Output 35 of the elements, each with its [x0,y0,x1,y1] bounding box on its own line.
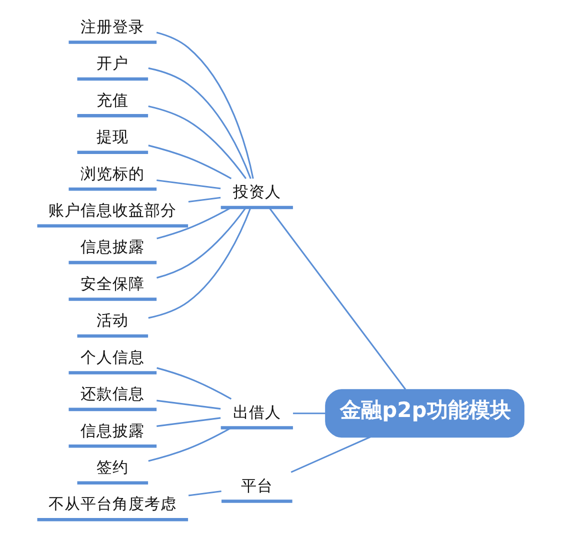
node-text: 投资人 [232,182,281,202]
connector [148,105,247,180]
node-text: 安全保障 [80,274,145,293]
node-text: 活动 [96,310,129,330]
connector [290,436,371,473]
connector [148,144,232,180]
connector [148,207,252,319]
node-text: 不从平台角度考虑 [48,494,177,514]
node-text: 个人信息 [80,347,145,366]
node-text: 充值 [96,90,129,110]
connector [188,490,222,496]
connector [156,367,232,400]
node-text: 信息披露 [80,420,145,440]
connector [156,417,221,427]
connector [156,206,232,240]
connector [148,67,252,179]
connector [268,207,406,390]
node-box: 金融p2p功能模块 [325,389,524,438]
connector [156,207,247,279]
node-text: 签约 [96,458,129,477]
node-text: 提现 [96,127,129,146]
node-text: 账户信息收益部分 [48,200,177,220]
connector [156,400,221,410]
node-text: 还款信息 [80,384,145,404]
node-text: 出借人 [232,402,281,422]
node-text: 注册登录 [80,16,145,36]
connector [156,179,221,190]
node-text: 开户 [96,54,129,73]
node-text: 浏览标的 [80,164,145,183]
connector [293,412,326,414]
node-text: 信息披露 [80,237,145,256]
connector [148,427,232,462]
connector [156,32,254,179]
connector [188,196,221,203]
node-text: 平台 [240,476,273,495]
